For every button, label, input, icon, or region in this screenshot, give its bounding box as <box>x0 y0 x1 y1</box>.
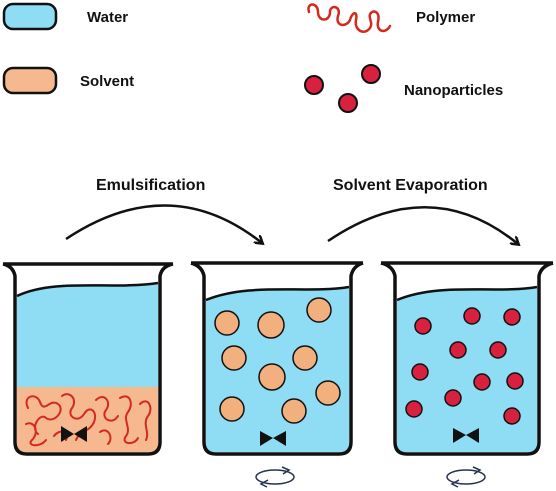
legend-polymer: Polymer <box>307 3 475 33</box>
legend-solvent-label: Solvent <box>80 73 134 90</box>
nanoparticle <box>414 317 432 335</box>
step-label-solvent-evaporation: Solvent Evaporation <box>333 177 488 194</box>
nanoparticle <box>506 372 524 390</box>
rotation-ellipse <box>446 469 486 485</box>
nanoparticle <box>503 407 521 425</box>
red-dot-icon <box>338 93 358 113</box>
legend-water-label: Water <box>87 9 128 26</box>
beaker-3-outline <box>380 261 554 456</box>
red-dot-icon <box>361 64 381 84</box>
stir-bar-icon <box>453 428 479 443</box>
stir-bar-icon <box>61 426 87 442</box>
nanoparticle <box>463 307 481 325</box>
nanoparticle <box>449 341 467 359</box>
rotation-ellipse <box>255 469 295 485</box>
nanoparticle <box>503 308 521 326</box>
rotation-arrowhead <box>450 479 460 488</box>
water-swatch <box>2 2 58 31</box>
solvent-swatch <box>2 66 58 95</box>
beaker-2-water-line <box>205 285 350 302</box>
legend-solvent: Solvent <box>2 66 134 95</box>
beaker-1 <box>2 262 174 456</box>
legend-polymer-label: Polymer <box>416 9 475 26</box>
emulsion-droplets <box>214 297 341 424</box>
solvent-droplet <box>257 311 285 339</box>
solvent-droplet <box>258 363 286 391</box>
beaker-1-outline <box>2 262 174 456</box>
nanoparticle <box>473 373 491 391</box>
step-label-emulsification: Emulsification <box>96 177 205 194</box>
beaker-3 <box>380 261 554 456</box>
nanoparticle-group <box>405 307 524 425</box>
solvent-droplet <box>281 398 307 424</box>
solvent-droplet <box>292 345 318 371</box>
beaker-2-outline <box>190 261 364 456</box>
solvent-droplet <box>221 345 247 371</box>
legend-nanoparticles-label: Nanoparticles <box>404 82 503 99</box>
evaporation-arrow <box>327 206 518 244</box>
beaker-1-water-line <box>16 281 159 298</box>
rotation-icon-beaker-3 <box>446 466 486 488</box>
rotation-arrowhead <box>281 466 291 475</box>
rotation-arrowhead <box>472 466 482 475</box>
beaker-3-water <box>397 287 537 452</box>
nanoparticle <box>444 389 462 407</box>
solvent-droplet <box>315 380 341 406</box>
beaker-2 <box>190 261 364 456</box>
nanoparticle <box>405 400 423 418</box>
rotation-icon-beaker-2 <box>255 466 295 488</box>
nanoparticle <box>489 341 507 359</box>
nanoparticle <box>411 363 429 381</box>
squiggle-polymer-icon <box>307 3 392 33</box>
legend-water: Water <box>2 2 128 31</box>
red-dot-icon <box>304 75 324 95</box>
stir-bar-icon <box>260 431 286 446</box>
legend: Water Solvent Polymer Nanoparticles <box>2 2 503 113</box>
emulsification-arrow <box>65 204 262 243</box>
rotation-arrowhead <box>259 479 269 488</box>
solvent-droplet <box>214 310 240 336</box>
solvent-droplet <box>219 396 245 422</box>
solvent-droplet <box>306 297 332 323</box>
beaker-1-water <box>17 283 158 387</box>
beaker-3-water-line <box>396 285 538 302</box>
legend-nanoparticles: Nanoparticles <box>304 64 503 113</box>
